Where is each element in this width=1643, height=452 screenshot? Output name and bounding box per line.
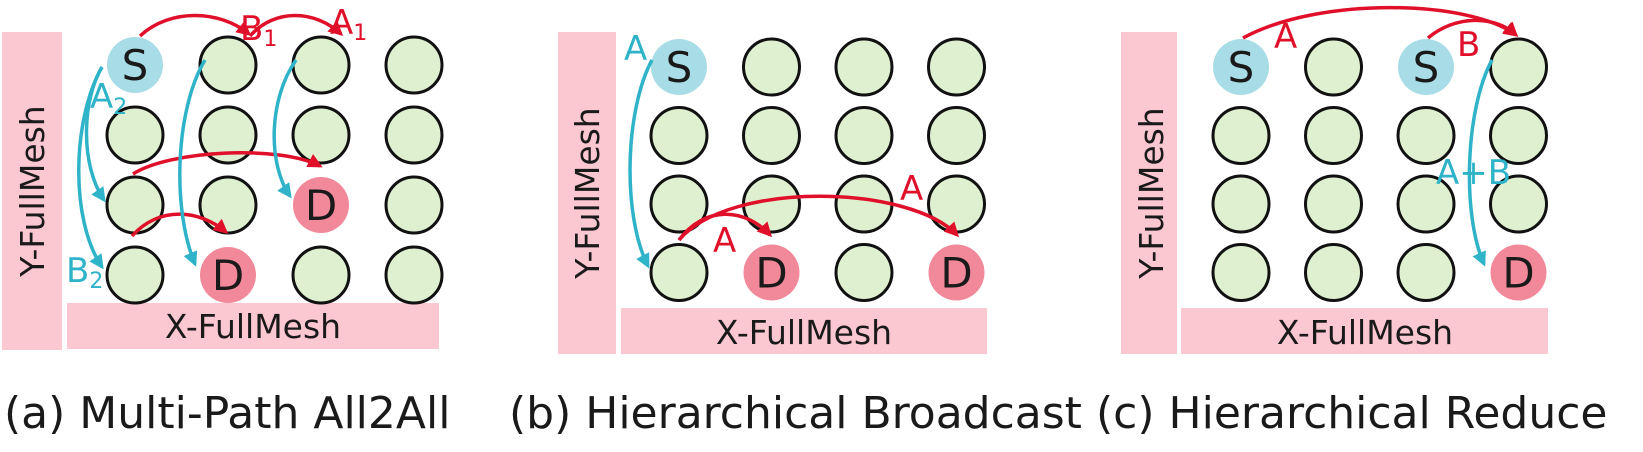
mesh-node	[198, 35, 258, 95]
destination-node	[200, 247, 256, 303]
mesh-node	[834, 106, 894, 165]
mesh-node	[291, 245, 351, 305]
mesh-node	[742, 37, 801, 97]
arrow-red-s-to-b1	[138, 13, 252, 38]
mesh-node	[927, 174, 986, 234]
x-fullmesh-band	[67, 303, 439, 349]
mesh-node	[291, 35, 351, 95]
arrow-teal-s-down	[628, 59, 654, 269]
mesh-node	[1396, 243, 1456, 302]
label-b2: B2	[66, 251, 103, 294]
label-a-red: A	[1274, 17, 1297, 57]
mesh-node	[384, 245, 444, 305]
label-a-plus-b: A+B	[1436, 153, 1511, 193]
panel-multi-path-all2all: Y-FullMesh X-FullMesh S D D B1 A1 A2 B2	[2, 3, 444, 350]
mesh-node	[1211, 174, 1271, 234]
arrow-red-to-d2	[677, 194, 960, 242]
mesh-node	[1304, 106, 1363, 165]
mesh-node	[291, 105, 351, 165]
destination-node-label: D	[212, 251, 244, 300]
x-fullmesh-label: X-FullMesh	[1277, 313, 1453, 352]
mesh-node	[384, 35, 444, 95]
destination-node	[1490, 244, 1547, 301]
mesh-node	[834, 37, 894, 97]
caption-c: (c) Hierarchical Reduce	[1096, 388, 1608, 439]
label-a-teal: A	[624, 29, 647, 69]
node-grid: S D D	[649, 37, 986, 302]
mesh-node	[384, 175, 444, 235]
panel-hierarchical-reduce: Y-FullMesh X-FullMesh S S D A B A+B	[1121, 5, 1548, 354]
mesh-node	[105, 175, 165, 235]
arrow-teal-col1-down	[178, 59, 207, 267]
mesh-node	[649, 243, 709, 302]
y-fullmesh-band	[1121, 32, 1177, 354]
mesh-node	[927, 106, 986, 165]
destination-node-label: D	[305, 181, 337, 230]
destination-node-label: D	[1502, 249, 1534, 298]
mesh-node	[834, 174, 894, 234]
source-node-label: S	[1228, 43, 1255, 92]
mesh-node	[1304, 37, 1363, 97]
x-fullmesh-band	[621, 308, 987, 354]
arrow-teal-b2	[77, 66, 104, 270]
mesh-node	[198, 105, 258, 165]
source-node-label: S	[122, 41, 149, 90]
destination-node	[928, 244, 985, 301]
arrow-teal-a-plus-b	[1467, 59, 1494, 267]
source-node	[651, 39, 707, 95]
arrow-red-b	[1426, 18, 1519, 40]
x-fullmesh-label: X-FullMesh	[716, 313, 892, 352]
mesh-node	[1489, 106, 1548, 165]
label-a2: A2	[90, 77, 127, 120]
y-fullmesh-label: Y-FullMesh	[1132, 107, 1171, 279]
x-fullmesh-label: X-FullMesh	[165, 307, 341, 346]
source-node	[1213, 39, 1269, 95]
caption-b: (b) Hierarchical Broadcast	[509, 388, 1082, 439]
arrow-red-row2-to-d	[132, 151, 323, 176]
mesh-node	[1489, 37, 1548, 97]
destination-node	[743, 244, 800, 301]
mesh-node	[927, 37, 986, 97]
mesh-node	[1211, 106, 1271, 165]
destination-node-label: D	[755, 249, 787, 298]
caption-a: (a) Multi-Path All2All	[4, 388, 451, 439]
source-node-label: S	[1413, 43, 1440, 92]
destination-node	[293, 177, 349, 233]
mesh-node	[105, 105, 165, 165]
source-node	[1398, 39, 1454, 95]
node-grid: S D D	[105, 35, 444, 305]
mesh-node	[1304, 174, 1363, 234]
y-fullmesh-band	[558, 32, 616, 354]
mesh-node	[742, 106, 801, 165]
mesh-node	[1396, 174, 1456, 234]
label-a1: A1	[330, 3, 367, 46]
mesh-node	[1211, 243, 1271, 302]
label-b-red: B	[1457, 25, 1480, 65]
source-node-label: S	[666, 43, 693, 92]
x-fullmesh-band	[1181, 308, 1548, 354]
y-fullmesh-label: Y-FullMesh	[13, 105, 52, 277]
mesh-node	[198, 175, 258, 235]
source-node	[107, 37, 163, 93]
arrow-teal-col2-down	[272, 58, 298, 199]
mesh-node	[1489, 174, 1548, 234]
arrow-red-to-a1	[248, 13, 344, 38]
label-a-red-far: A	[900, 169, 923, 209]
mesh-node	[834, 243, 894, 302]
y-fullmesh-band	[2, 32, 62, 350]
mesh-node	[649, 106, 709, 165]
mesh-node	[1396, 106, 1456, 165]
mesh-node	[1304, 243, 1363, 302]
y-fullmesh-label: Y-FullMesh	[568, 107, 607, 279]
mesh-node	[105, 245, 165, 305]
mesh-node	[649, 174, 709, 234]
panel-hierarchical-broadcast: Y-FullMesh X-FullMesh S D D A A A	[558, 29, 987, 354]
arrow-red-row3-to-d	[130, 212, 229, 238]
node-grid: S S D	[1211, 37, 1548, 302]
destination-node-label: D	[940, 249, 972, 298]
label-a-red-near: A	[713, 221, 736, 261]
label-b1: B1	[240, 9, 277, 52]
mesh-node	[384, 105, 444, 165]
